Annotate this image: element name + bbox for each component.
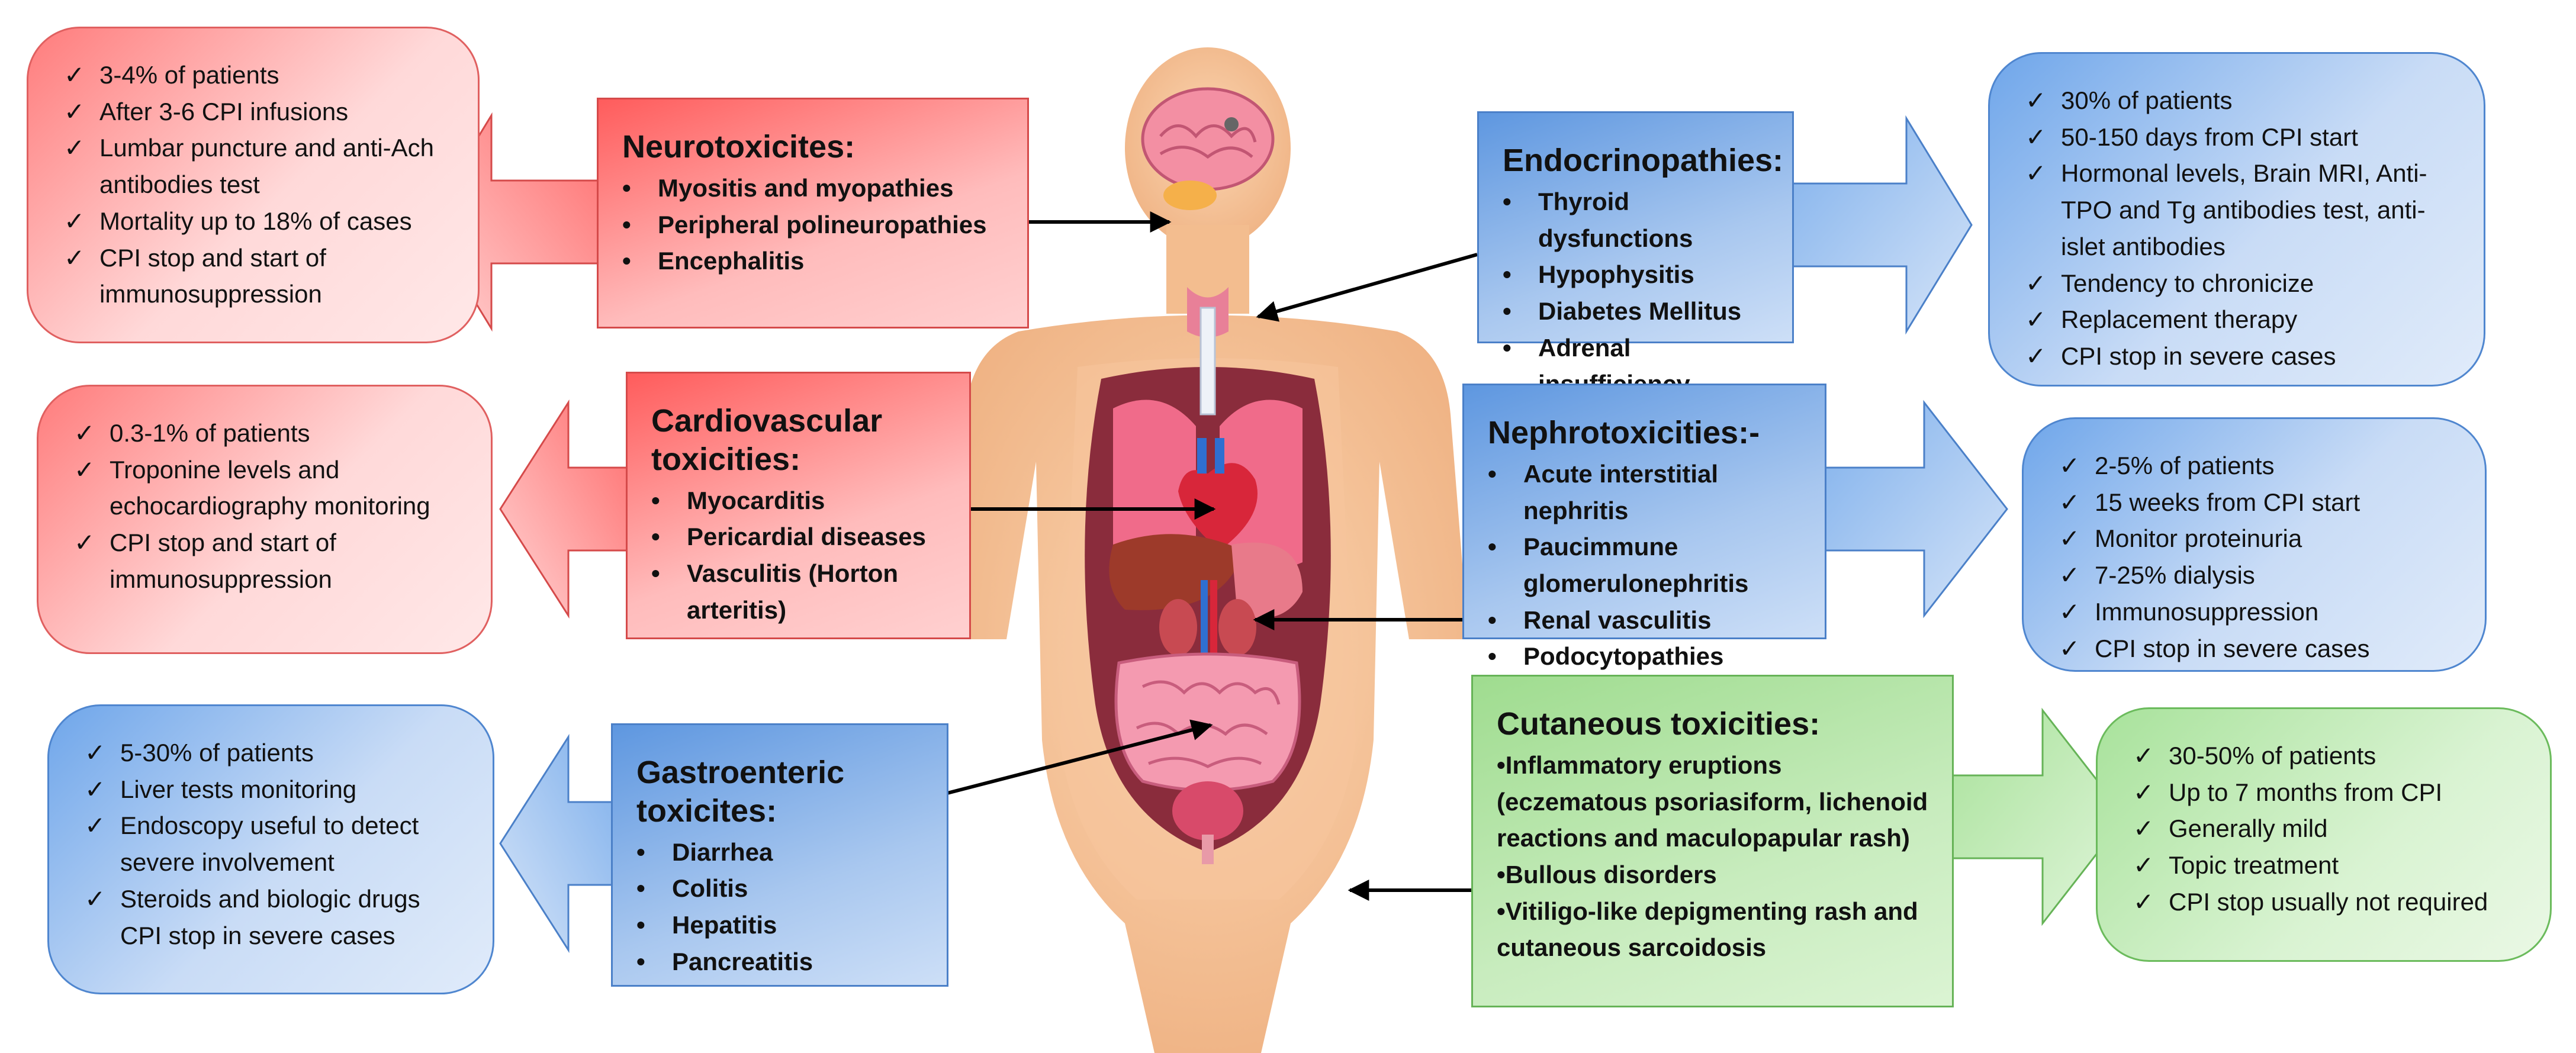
detail-item: Replacement therapy [2025, 301, 2448, 338]
gastro-items: Diarrhea Colitis Hepatitis Pancreatitis [636, 834, 923, 980]
endo-connector [1256, 253, 1478, 322]
endo-arrow [1787, 115, 1973, 335]
list-item: Myositis and myopathies [622, 170, 1004, 207]
detail-item: Lumbar puncture and anti-Ach antibodies … [64, 130, 442, 202]
list-item: Diabetes Mellitus [1503, 293, 1768, 330]
list-item: •Inflammatory eruptions (eczematous psor… [1497, 751, 1928, 852]
detail-item: 30% of patients [2025, 82, 2448, 119]
nephro-items: Acute interstitial nephritis Paucimmune … [1488, 456, 1801, 675]
detail-item: CPI stop in severe cases [2059, 630, 2449, 667]
cutaneous-details-box: 30-50% of patients Up to 7 months from C… [2096, 707, 2552, 962]
cutaneous-details-list: 30-50% of patients Up to 7 months from C… [2133, 738, 2514, 920]
detail-item: Tendency to chronicize [2025, 265, 2448, 302]
detail-item: Troponine levels and echocardiography mo… [74, 452, 455, 524]
cutaneous-category-box: Cutaneous toxicities: •Inflammatory erup… [1471, 675, 1954, 1007]
cutaneous-items: •Inflammatory eruptions (eczematous psor… [1497, 747, 1928, 966]
detail-item: Immunosuppression [2059, 594, 2449, 630]
detail-item: 0.3-1% of patients [74, 415, 455, 452]
gastro-connector [947, 719, 1213, 795]
endo-details-list: 30% of patients 50-150 days from CPI sta… [2025, 82, 2448, 375]
list-item: Diarrhea [636, 834, 923, 871]
detail-item: Up to 7 months from CPI [2133, 774, 2514, 811]
nephro-title: Nephrotoxicities:- [1488, 415, 1760, 450]
list-item: Vasculitis (Horton arteritis) [651, 555, 946, 628]
list-item: Pancreatitis [636, 943, 923, 980]
gastro-details-list: 5-30% of patients Liver tests monitoring… [85, 735, 457, 954]
detail-item: 30-50% of patients [2133, 738, 2514, 774]
detail-item: Hormonal levels, Brain MRI, Anti-TPO and… [2025, 155, 2448, 265]
neuro-items: Myositis and myopathies Peripheral polin… [622, 170, 1004, 279]
detail-item: CPI stop and start of immunosuppression [74, 524, 455, 597]
cutaneous-arrow [1950, 707, 2127, 926]
cardio-title: Cardiovascular toxicities: [651, 403, 883, 477]
neuro-category-box: Neurotoxicites: Myositis and myopathies … [597, 98, 1029, 329]
detail-item: Topic treatment [2133, 847, 2514, 884]
gastro-category-box: Gastroenteric toxicites: Diarrhea Coliti… [611, 723, 948, 987]
gastro-details-box: 5-30% of patients Liver tests monitoring… [47, 704, 494, 994]
endo-items: Thyroid dysfunctions Hypophysitis Diabet… [1503, 183, 1768, 402]
gastro-title: Gastroenteric toxicites: [636, 755, 845, 829]
cardio-details-list: 0.3-1% of patients Troponine levels and … [74, 415, 455, 598]
list-item: •Vitiligo-like depigmenting rash and cut… [1497, 897, 1918, 962]
neuro-details-list: 3-4% of patients After 3-6 CPI infusions… [64, 57, 442, 313]
detail-item: Mortality up to 18% of cases [64, 203, 442, 240]
detail-item: 5-30% of patients [85, 735, 457, 771]
detail-item: CPI stop in severe cases [2025, 338, 2448, 375]
human-body-illustration [947, 47, 1468, 1053]
detail-item: 3-4% of patients [64, 57, 442, 94]
detail-item: 50-150 days from CPI start [2025, 119, 2448, 156]
list-item: •Bullous disorders [1497, 861, 1717, 888]
neuro-details-box: 3-4% of patients After 3-6 CPI infusions… [27, 27, 480, 343]
endo-details-box: 30% of patients 50-150 days from CPI sta… [1988, 52, 2485, 387]
neuro-title: Neurotoxicites: [622, 129, 856, 165]
list-item: Renal vasculitis [1488, 602, 1801, 639]
list-item: Podocytopathies [1488, 638, 1801, 675]
list-item: Paucimmune glomerulonephritis [1488, 529, 1801, 601]
list-item: Colitis [636, 870, 923, 907]
detail-item: CPI stop and start of immunosuppression [64, 240, 442, 313]
cardio-category-box: Cardiovascular toxicities: Myocarditis P… [626, 372, 971, 639]
detail-item: After 3-6 CPI infusions [64, 94, 442, 130]
nephro-arrow [1822, 400, 2008, 619]
nephro-details-list: 2-5% of patients 15 weeks from CPI start… [2059, 447, 2449, 666]
cardio-details-box: 0.3-1% of patients Troponine levels and … [37, 385, 493, 654]
endo-category-box: Endocrinopathies: Thyroid dysfunctions H… [1477, 111, 1794, 398]
list-item: Peripheral polineuropathies [622, 207, 1004, 243]
detail-item: Steroids and biologic drugs CPI stop in … [85, 881, 457, 954]
cardio-items: Myocarditis Pericardial diseases Vasculi… [651, 482, 946, 629]
list-item: Pericardial diseases [651, 519, 946, 555]
list-item: Acute interstitial nephritis [1488, 456, 1801, 529]
detail-item: Monitor proteinuria [2059, 520, 2449, 557]
detail-item: 15 weeks from CPI start [2059, 484, 2449, 521]
nephro-category-box: Nephrotoxicities:- Acute interstitial ne… [1462, 384, 1826, 675]
nephro-details-box: 2-5% of patients 15 weeks from CPI start… [2022, 417, 2487, 672]
detail-item: Endoscopy useful to detect severe involv… [85, 807, 457, 880]
detail-item: 2-5% of patients [2059, 447, 2449, 484]
list-item: Encephalitis [622, 243, 1004, 279]
list-item: Hepatitis [636, 907, 923, 943]
cutaneous-title: Cutaneous toxicities: [1497, 706, 1821, 742]
detail-item: CPI stop usually not required [2133, 884, 2514, 920]
endo-title: Endocrinopathies: [1503, 143, 1784, 178]
list-item: Myocarditis [651, 482, 946, 519]
list-item: Hypophysitis [1503, 256, 1768, 293]
detail-item: Generally mild [2133, 810, 2514, 847]
detail-item: 7-25% dialysis [2059, 557, 2449, 594]
list-item: Thyroid dysfunctions [1503, 183, 1768, 256]
detail-item: Liver tests monitoring [85, 771, 457, 808]
